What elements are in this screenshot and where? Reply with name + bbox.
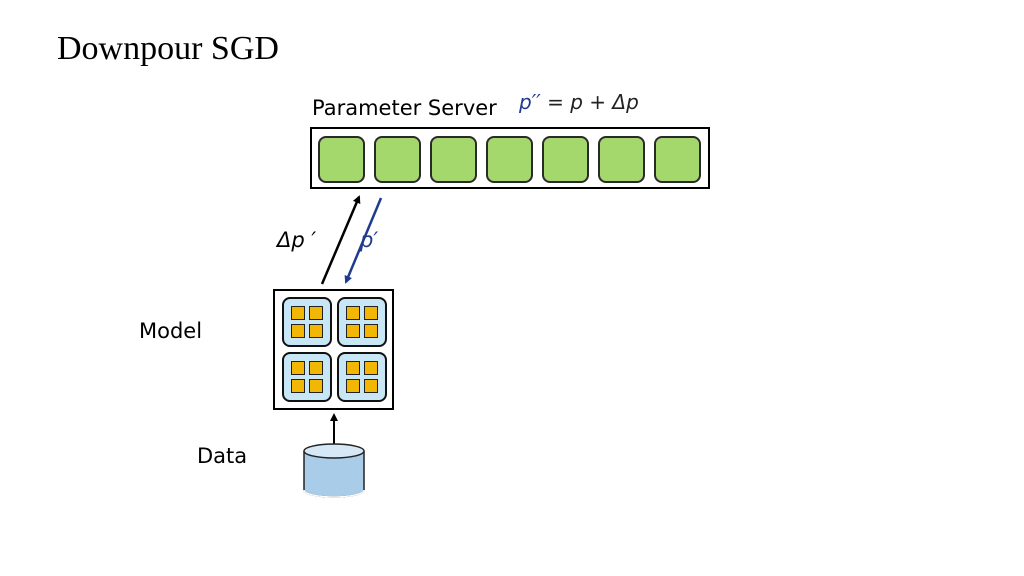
compute-unit [309,324,323,338]
data-label: Data [197,444,248,468]
parameter-cell [486,136,533,183]
parameter-cell [598,136,645,183]
p-prime-label: p′ [360,228,379,252]
parameter-cell [318,136,365,183]
parameter-server [310,127,710,189]
compute-unit [346,306,360,320]
parameter-cell [374,136,421,183]
model-core [282,352,332,402]
data-cylinder [303,443,365,498]
model-core [337,297,387,347]
compute-unit [346,324,360,338]
compute-unit [291,306,305,320]
compute-unit [291,379,305,393]
compute-unit [346,379,360,393]
model-core [337,352,387,402]
page-title: Downpour SGD [57,30,279,67]
compute-unit [364,379,378,393]
update-formula-head: p′′ [519,90,541,114]
parameter-cell [654,136,701,183]
delta-p-label: Δp ′ [277,228,317,252]
model-label: Model [139,319,203,343]
compute-unit [364,306,378,320]
parameter-fetch-arrow [344,197,383,284]
compute-unit [309,379,323,393]
parameter-cell [430,136,477,183]
compute-unit [291,324,305,338]
compute-unit [309,361,323,375]
update-formula: p′′ = p + Δp [519,90,639,114]
parameter-cell [542,136,589,183]
compute-unit [364,361,378,375]
compute-unit [346,361,360,375]
model-replica [273,289,394,410]
compute-unit [364,324,378,338]
compute-unit [309,306,323,320]
compute-unit [291,361,305,375]
gradient-push-arrow [320,195,361,285]
model-core [282,297,332,347]
parameter-server-label: Parameter Server [312,96,497,120]
update-formula-rest: = p + Δp [547,90,639,114]
